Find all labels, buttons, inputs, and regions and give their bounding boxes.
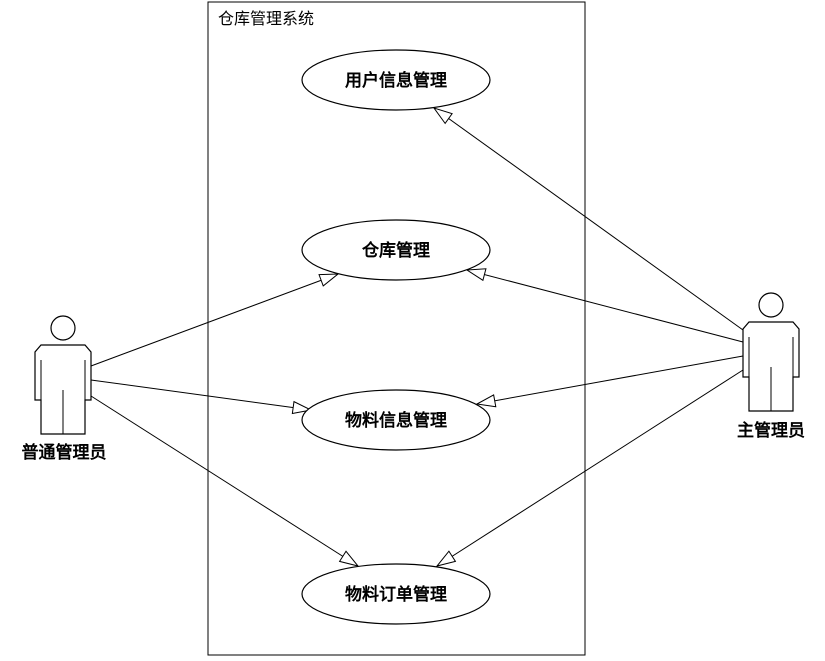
association-main-admin-to-user-info <box>434 108 744 331</box>
use-case-warehouse-ellipse[interactable] <box>301 219 491 281</box>
use-case-material-order-label: 物料订单管理 <box>345 584 447 605</box>
actor-main-admin-head <box>758 292 784 318</box>
actor-general-admin[interactable]: 普通管理员 <box>22 315 107 463</box>
association-main-admin-to-material-info <box>477 355 744 404</box>
use-case-material-order[interactable]: 物料订单管理 <box>301 563 491 625</box>
use-case-user-info-label: 用户信息管理 <box>345 70 447 91</box>
association-general-admin-to-material-order <box>90 395 358 566</box>
system-boundary-frame <box>207 1 586 656</box>
use-case-warehouse[interactable]: 仓库管理 <box>301 219 491 281</box>
actor-main-admin-label: 主管理员 <box>737 420 805 441</box>
system-title: 仓库管理系统 <box>218 9 314 28</box>
use-case-warehouse-label: 仓库管理 <box>361 240 430 261</box>
actor-main-admin[interactable]: 主管理员 <box>737 292 805 441</box>
actor-general-admin-label: 普通管理员 <box>22 442 107 463</box>
association-lines <box>90 108 744 566</box>
use-case-material-info[interactable]: 物料信息管理 <box>301 389 491 451</box>
use-case-material-order-ellipse[interactable] <box>301 563 491 625</box>
actor-main-admin-body <box>742 321 800 412</box>
association-general-admin-to-material-info <box>90 379 311 410</box>
association-main-admin-to-warehouse <box>467 270 744 343</box>
use-case-user-info[interactable]: 用户信息管理 <box>301 49 491 111</box>
actor-general-admin-head <box>50 315 76 341</box>
actor-general-admin-body <box>34 344 92 435</box>
use-case-user-info-ellipse[interactable] <box>301 49 491 111</box>
association-general-admin-to-warehouse <box>90 274 338 367</box>
use-case-material-info-label: 物料信息管理 <box>345 410 447 431</box>
system-boundary: 仓库管理系统 <box>207 1 586 656</box>
use-case-material-info-ellipse[interactable] <box>301 389 491 451</box>
association-main-admin-to-material-order <box>437 369 744 566</box>
